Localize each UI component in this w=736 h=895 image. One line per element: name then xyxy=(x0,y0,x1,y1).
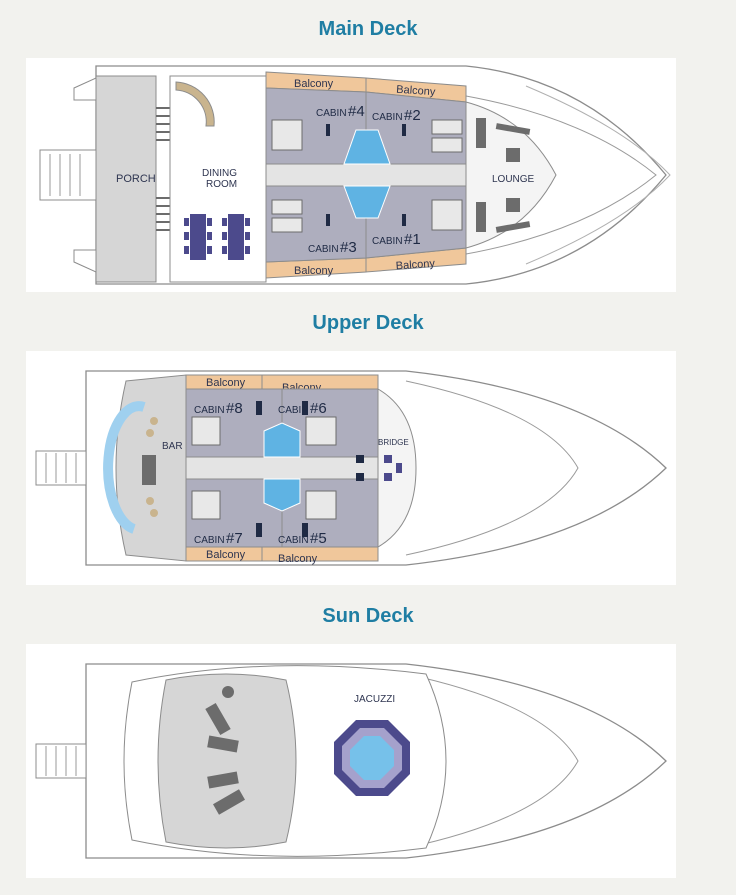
cabin-4-number: #4 xyxy=(348,103,365,120)
bed-cabin-5 xyxy=(305,490,337,520)
upper-stern-steps xyxy=(35,450,87,486)
dining-table-right xyxy=(222,214,250,260)
cabin-3-number: #3 xyxy=(340,239,357,256)
cabin-1-number: #1 xyxy=(404,231,421,248)
balcony-label-1: Balcony xyxy=(395,258,435,273)
upper-deck-plan: BAR Balcony Balcony Balcony Balcony xyxy=(26,351,676,585)
balcony-label-7: Balcony xyxy=(206,549,246,561)
porch-stairs-bottom xyxy=(156,197,170,231)
lounge-seating xyxy=(476,118,531,233)
bridge-label: BRIDGE xyxy=(378,438,409,447)
main-deck-title: Main Deck xyxy=(318,18,418,40)
balcony-label-5: Balcony xyxy=(278,553,318,565)
upper-deck-title: Upper Deck xyxy=(312,312,424,334)
spiral-stair xyxy=(175,81,215,127)
bed-cabin-3b xyxy=(271,217,303,233)
cabin-2-number: #2 xyxy=(404,107,421,124)
cabin-5-number: #5 xyxy=(310,530,327,547)
bed-cabin-6 xyxy=(305,416,337,446)
dining-table-left xyxy=(184,214,212,260)
lounge-area xyxy=(465,101,557,249)
bed-cabin-3 xyxy=(271,199,303,215)
bed-cabin-7 xyxy=(191,490,221,520)
bridge-console xyxy=(384,455,402,481)
bed-cabin-2b xyxy=(431,137,463,153)
cabin-5-prefix: CABIN xyxy=(278,535,309,546)
sun-bow-line xyxy=(405,673,579,849)
sun-loungers xyxy=(205,686,245,815)
bed-cabin-2 xyxy=(431,119,463,135)
cabin-8-prefix: CABIN xyxy=(194,405,225,416)
bed-cabin-4 xyxy=(271,119,303,151)
cabin-8-number: #8 xyxy=(226,400,243,417)
upper-bow-line xyxy=(405,380,579,556)
cabin-6-prefix: CABIN xyxy=(278,405,309,416)
bar-cabinet xyxy=(142,455,156,485)
main-corridor xyxy=(265,163,467,187)
main-bow-outer-line xyxy=(525,85,671,265)
dining-label-1: DINING xyxy=(202,168,237,179)
main-stern-platform xyxy=(39,149,97,201)
bathroom-top xyxy=(343,129,391,165)
upper-corridor xyxy=(185,456,379,480)
balcony-label-2: Balcony xyxy=(396,84,436,99)
sun-lounge-floor xyxy=(157,673,297,849)
cabin-6-number: #6 xyxy=(310,400,327,417)
cabin-2-prefix: CABIN xyxy=(372,112,403,123)
porch-stairs-top xyxy=(156,107,170,141)
cabin-7-prefix: CABIN xyxy=(194,535,225,546)
main-deck-plan: PORCH DINING ROOM Balc xyxy=(26,58,676,292)
cabin-1-prefix: CABIN xyxy=(372,236,403,247)
cabin-3-prefix: CABIN xyxy=(308,244,339,255)
bathroom-bottom xyxy=(343,185,391,219)
jacuzzi-label: JACUZZI xyxy=(354,694,395,705)
bridge-wall-top xyxy=(356,455,364,463)
dining-label-2: ROOM xyxy=(206,179,237,190)
sun-deck-plan: JACUZZI xyxy=(26,644,676,878)
main-bow-inner-line xyxy=(465,95,657,255)
bar-label: BAR xyxy=(162,441,183,452)
sun-stern-steps xyxy=(35,743,87,779)
bed-cabin-8 xyxy=(191,416,221,446)
porch-label: PORCH xyxy=(116,173,156,185)
balcony-label-8: Balcony xyxy=(206,377,246,389)
upper-bathroom-top xyxy=(263,422,301,458)
main-stern-steps-top xyxy=(73,77,97,101)
balcony-label-3: Balcony xyxy=(294,265,334,277)
sun-deck-title: Sun Deck xyxy=(322,605,414,627)
bar-stools xyxy=(146,417,158,517)
cabin-7-number: #7 xyxy=(226,530,243,547)
porch-area xyxy=(95,75,157,283)
cabin-4-prefix: CABIN xyxy=(316,108,347,119)
lounge-label: LOUNGE xyxy=(492,174,535,185)
bar-counter xyxy=(103,401,146,534)
main-stern-steps-bottom xyxy=(73,249,97,273)
balcony-label-4: Balcony xyxy=(294,78,334,90)
upper-bathroom-bottom xyxy=(263,478,301,512)
bed-cabin-1 xyxy=(431,199,463,231)
bridge-wall-bottom xyxy=(356,473,364,481)
jacuzzi xyxy=(334,720,410,796)
